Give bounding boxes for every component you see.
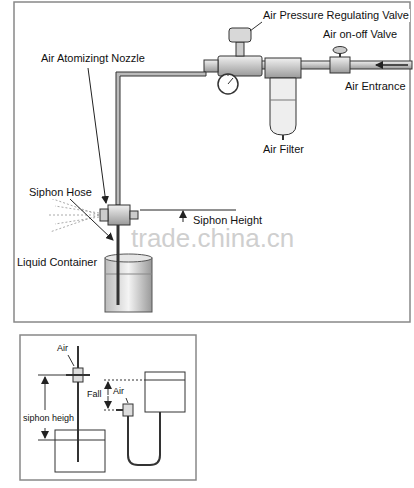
part-label: Liquid Container: [16, 256, 98, 269]
part-label: Air Atomizingt Nozzle: [40, 52, 146, 65]
part-label: Air Filter: [262, 143, 305, 156]
part-label: Air on-off Valve: [322, 28, 398, 41]
part-label: Air: [112, 386, 125, 396]
part-label: Air: [56, 343, 69, 353]
part-label: Siphon Hose: [28, 186, 93, 199]
watermark: trade.china.cn: [130, 224, 295, 254]
dimension-label: Fall: [86, 389, 103, 399]
part-label: Air Pressure Regulating Valve: [262, 9, 410, 22]
dimension-label: siphon heigh: [22, 413, 75, 423]
part-label: Air Entrance: [344, 80, 407, 93]
